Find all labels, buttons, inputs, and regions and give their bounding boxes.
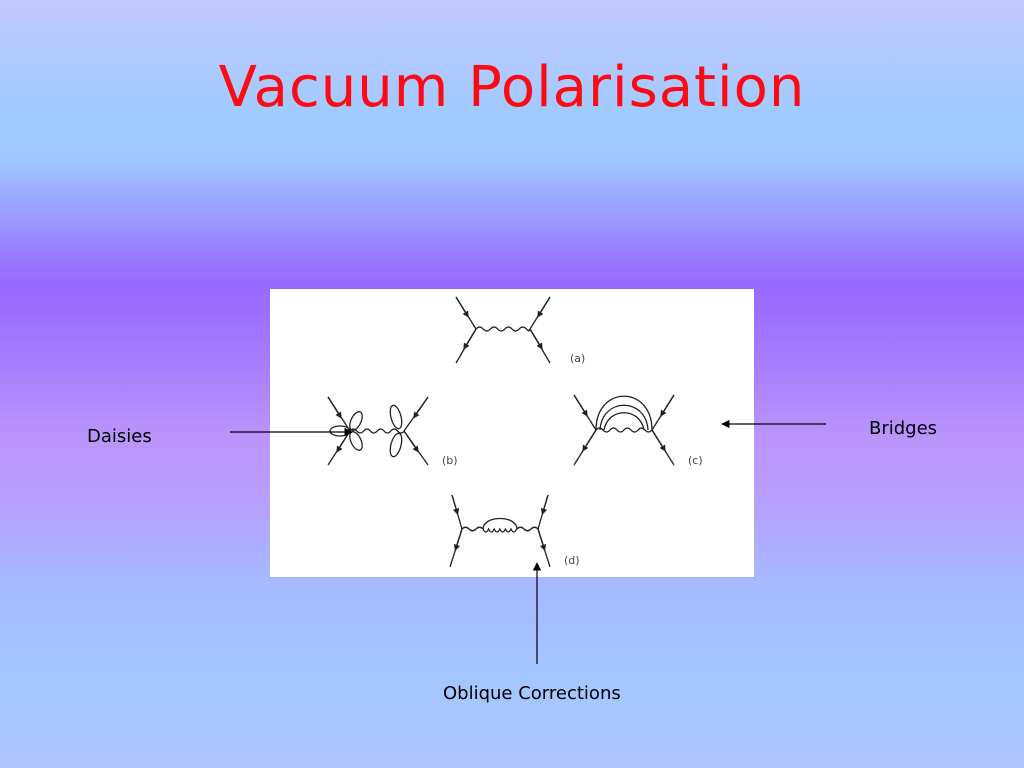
sublabel-d: (d) [564, 554, 580, 567]
feynman-diagrams [327, 296, 675, 568]
slide-title: Vacuum Polarisation [218, 55, 806, 120]
daisies-label: Daisies [87, 426, 152, 447]
oblique-corrections-label: Oblique Corrections [443, 683, 621, 704]
sublabel-a: (a) [570, 352, 586, 365]
bridges-label: Bridges [869, 418, 938, 439]
diagram-c [573, 394, 675, 466]
sublabel-b: (b) [442, 454, 458, 467]
diagram-d [449, 494, 551, 568]
diagram-a [455, 296, 551, 364]
sublabel-c: (c) [688, 454, 703, 467]
